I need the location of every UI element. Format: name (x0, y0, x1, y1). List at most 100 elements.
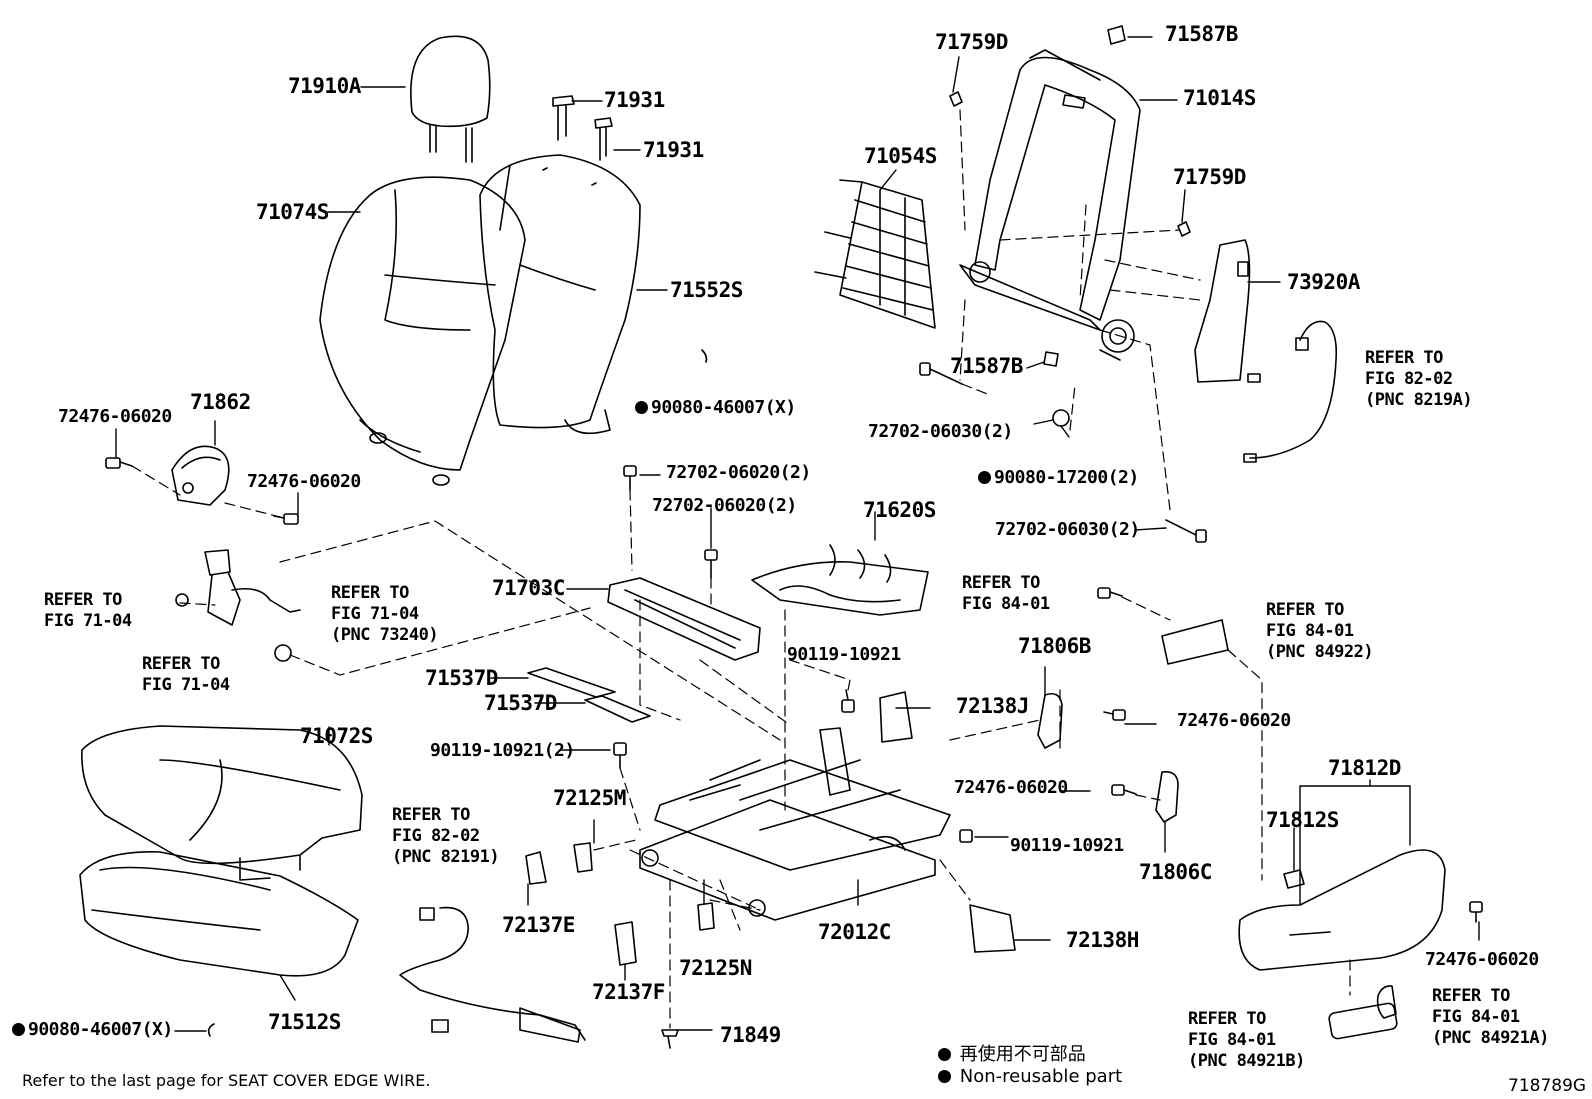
label-72476-06020-d: 72476-06020 (954, 777, 1068, 798)
label-71074s: 71074S (256, 200, 329, 224)
footer-note: Refer to the last page for SEAT COVER ED… (22, 1071, 431, 1090)
clip-90080-46007-a (701, 349, 708, 363)
label-71812d: 71812D (1328, 756, 1401, 780)
label-72476-06020-e: 72476-06020 (1425, 949, 1539, 970)
legend-en: Non-reusable part (938, 1066, 1122, 1087)
harness-82191 (399, 906, 586, 1043)
bolt-72702-06030-b (1165, 519, 1207, 543)
label-72476-06020-c: 72476-06020 (1177, 710, 1291, 731)
headrest-guides (552, 95, 613, 161)
label-71620s: 71620S (863, 498, 936, 522)
knob-84921a (1376, 985, 1397, 1019)
cover-72138h (969, 904, 1016, 953)
label-71587b-a: 71587B (1165, 22, 1238, 46)
label-72702-06020-b: 72702-06020(2) (652, 495, 797, 516)
assembly-lines (131, 109, 1351, 1029)
bolt-72476-c (1103, 709, 1126, 721)
label-72012c: 72012C (818, 920, 891, 944)
bolt-72476-d (1111, 784, 1137, 796)
cushion-cover (79, 851, 359, 977)
switch-84922 (1161, 619, 1229, 665)
label-71054s: 71054S (864, 144, 937, 168)
label-72138j: 72138J (956, 694, 1029, 718)
label-71512s: 71512S (268, 1010, 341, 1034)
screw-71849 (661, 1029, 679, 1049)
bolt-72702-06030-a (919, 362, 963, 385)
belt-bracket (171, 445, 230, 506)
label-71806c: 71806C (1139, 860, 1212, 884)
cover-72138j (879, 691, 913, 743)
label-90119-10921-c: 90119-10921 (1010, 835, 1124, 856)
label-71862: 71862 (190, 390, 251, 414)
label-71537d-a: 71537D (425, 666, 498, 690)
bolt-72702-06020-a (623, 465, 637, 491)
clip-90080-46007-b (207, 1023, 215, 1037)
label-90119-10921-a: 90119-10921 (787, 644, 901, 665)
label-72476-06020-b: 72476-06020 (247, 471, 361, 492)
label-72702-06030-b: 72702-06030(2) (995, 519, 1140, 540)
harness-8219a (1249, 320, 1338, 459)
label-71849: 71849 (720, 1023, 781, 1047)
knob-71812s (1283, 869, 1305, 889)
clip-71759d-a (949, 91, 963, 107)
knob-84921b (1328, 1002, 1398, 1040)
bolt-72476-e (1469, 901, 1483, 923)
clip-72125n (697, 902, 715, 931)
cushion-panel (607, 577, 761, 661)
label-90080-46007-top: 90080-46007(X) (635, 398, 796, 418)
label-text: 90080-46007(X) (651, 397, 796, 418)
cushion-spring (751, 544, 929, 616)
headrest (410, 35, 491, 163)
bolt-72476-b (273, 513, 299, 525)
label-71812s: 71812S (1266, 808, 1339, 832)
seatbelt-buckle (175, 549, 301, 662)
label-72137e: 72137E (502, 913, 575, 937)
seatback (319, 176, 526, 486)
label-71806b: 71806B (1018, 634, 1091, 658)
connector-b (1243, 453, 1257, 463)
seat-track (639, 727, 951, 921)
seatback-cover (479, 154, 641, 435)
label-72138h: 72138H (1066, 928, 1139, 952)
legend-jp-text: 再使用不可部品 (959, 1044, 1086, 1065)
seat-side-cover (1238, 849, 1446, 971)
non-reusable-dot (635, 401, 648, 414)
nut-90080-17200 (1052, 409, 1070, 427)
clip-71806c (1155, 770, 1179, 823)
label-text: 90080-17200(2) (994, 467, 1139, 488)
bolt-90119-a (841, 689, 855, 713)
clip-72137f (614, 921, 637, 966)
label-72125m: 72125M (553, 786, 626, 810)
non-reusable-dot (978, 471, 991, 484)
clip-72137e (525, 851, 547, 885)
legend-jp: 再使用不可部品 (938, 1040, 1086, 1066)
pad-71537d-a (527, 667, 616, 698)
non-reusable-dot (12, 1023, 25, 1036)
label-73920a: 73920A (1287, 270, 1360, 294)
label-72702-06020-a: 72702-06020(2) (666, 462, 811, 483)
label-71703c: 71703C (492, 576, 565, 600)
label-71072s: 71072S (300, 724, 373, 748)
bolt-72476-f (1097, 587, 1123, 599)
legend-dot (938, 1048, 951, 1061)
bolt-90119-c (959, 829, 973, 843)
label-71014s: 71014S (1183, 86, 1256, 110)
label-72137f: 72137F (592, 980, 665, 1004)
clip-71759d-b (1177, 221, 1191, 237)
label-71759d-b: 71759D (1173, 165, 1246, 189)
label-90080-46007-bot: 90080-46007(X) (12, 1020, 173, 1040)
legend-dot (938, 1070, 951, 1083)
side-cover-73920a (1194, 239, 1251, 383)
label-71587b-b: 71587B (950, 354, 1023, 378)
leader-lines (115, 36, 1480, 1032)
